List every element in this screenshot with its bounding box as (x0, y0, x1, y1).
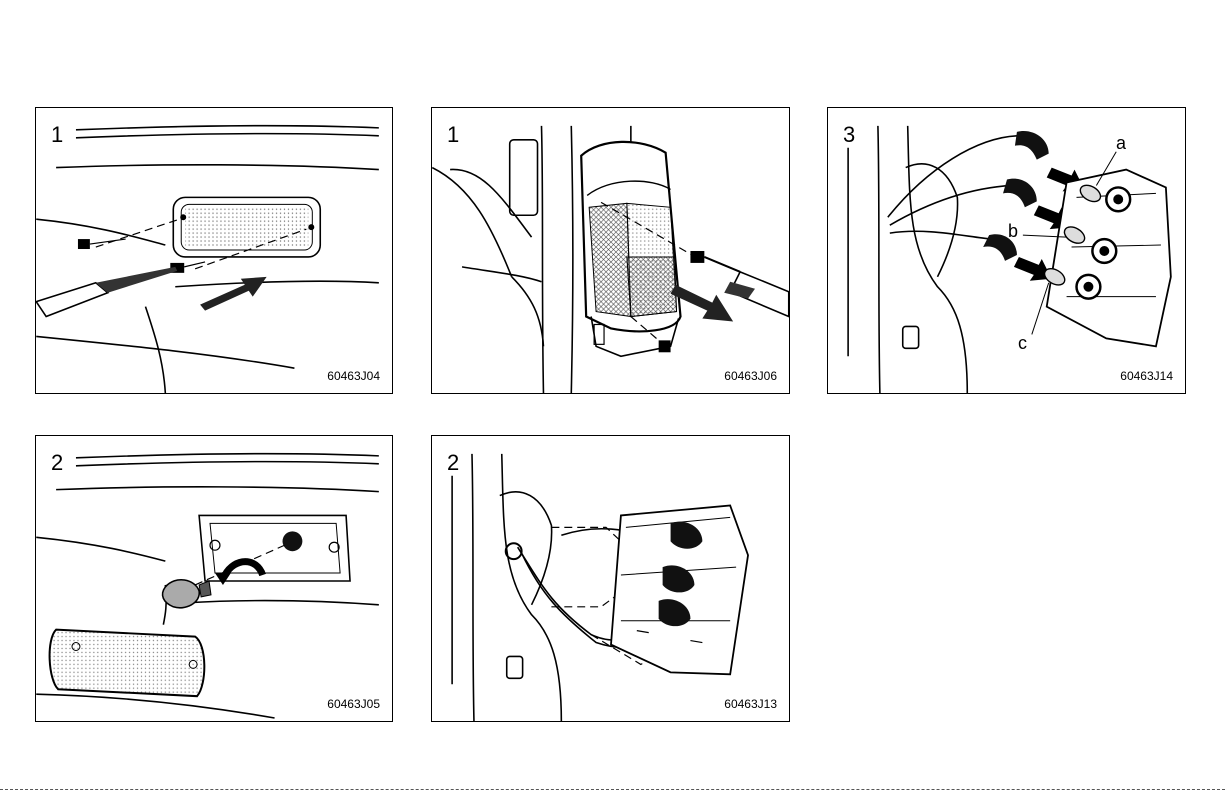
illustration-tail-lamp-bulb-sockets (828, 108, 1185, 393)
step-number: 1 (51, 124, 63, 146)
figure-side-marker-bulb: 2 60463J05 (35, 435, 393, 722)
figure-tail-lamp-harness: 2 60463J13 (431, 435, 790, 722)
step-number: 2 (447, 452, 459, 474)
illustration-side-marker-bulb (36, 436, 392, 721)
figure-code: 60463J13 (724, 697, 777, 711)
illustration-tail-lamp-harness (432, 436, 789, 721)
figure-tail-lamp-removal: 1 60463J06 (431, 107, 790, 394)
callout-c: c (1018, 334, 1027, 352)
figure-tail-lamp-bulbs: 3 a b c 60463J14 (827, 107, 1186, 394)
step-number: 1 (447, 124, 459, 146)
figure-code: 60463J05 (327, 697, 380, 711)
figure-code: 60463J04 (327, 369, 380, 383)
step-number: 2 (51, 452, 63, 474)
page-bottom-rule (0, 789, 1225, 790)
illustration-tail-lamp-screws (432, 108, 789, 393)
step-number: 3 (843, 124, 855, 146)
illustration-side-marker-screws (36, 108, 392, 393)
figure-code: 60463J06 (724, 369, 777, 383)
figure-side-marker-removal: 1 60463J04 (35, 107, 393, 394)
callout-b: b (1008, 222, 1018, 240)
figure-code: 60463J14 (1120, 369, 1173, 383)
callout-a: a (1116, 134, 1126, 152)
